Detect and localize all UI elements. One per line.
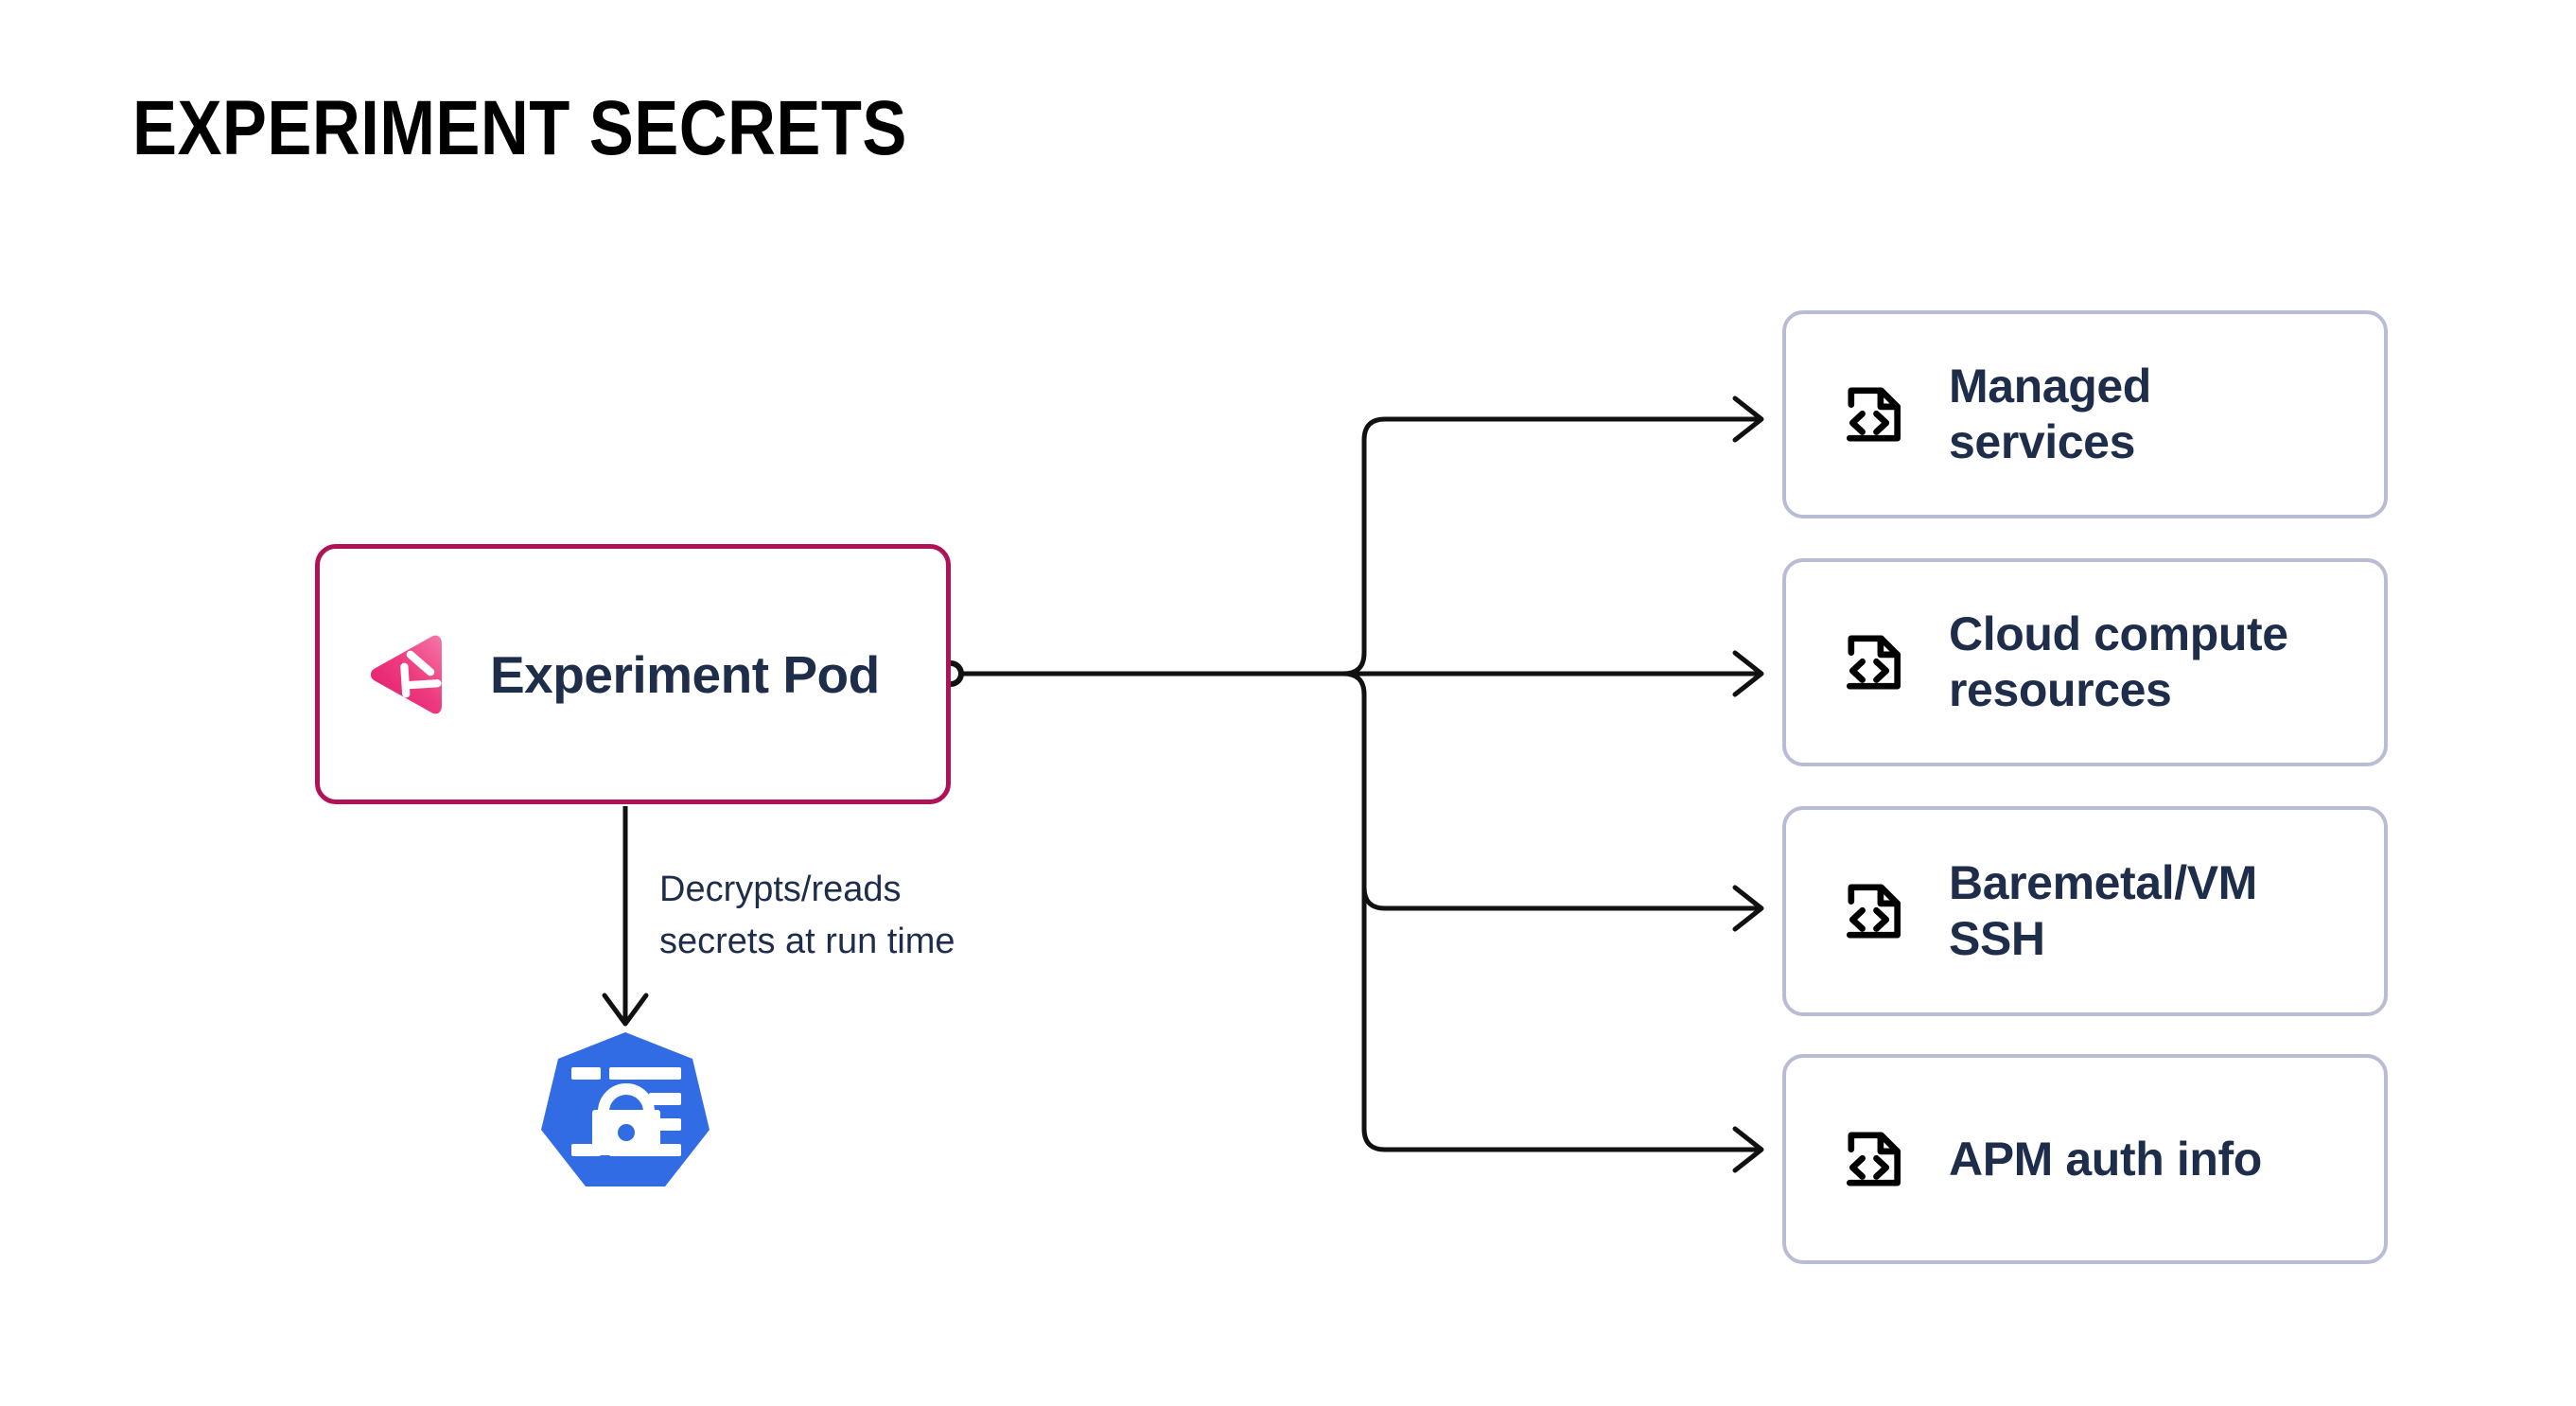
target-card-managed-services[interactable]: Managed services bbox=[1782, 310, 2388, 518]
file-code-icon bbox=[1837, 627, 1907, 697]
edge-label-line-2: secrets at run time bbox=[659, 922, 955, 962]
arrowhead-secret bbox=[602, 993, 649, 1027]
target-card-label: Managed services bbox=[1949, 359, 2151, 470]
arrowhead-managed-services bbox=[1732, 395, 1764, 443]
target-card-label-line-2: SSH bbox=[1949, 912, 2045, 965]
target-card-apm-auth-info[interactable]: APM auth info bbox=[1782, 1054, 2388, 1264]
target-card-label: Baremetal/VM SSH bbox=[1949, 855, 2257, 967]
file-code-icon bbox=[1837, 876, 1907, 946]
keyhole-dot bbox=[618, 1124, 635, 1141]
experiment-pod-node[interactable]: Experiment Pod bbox=[315, 544, 951, 804]
file-code-icon bbox=[1837, 1124, 1907, 1194]
arrowhead-baremetal-ssh bbox=[1732, 885, 1764, 932]
target-card-label-line-2: resources bbox=[1949, 663, 2172, 716]
target-card-cloud-compute-resources[interactable]: Cloud compute resources bbox=[1782, 558, 2388, 766]
arrowhead-cloud-compute bbox=[1732, 650, 1764, 697]
kubernetes-heptagon bbox=[541, 1032, 710, 1186]
target-card-label: APM auth info bbox=[1949, 1132, 2262, 1187]
arrowhead-apm-auth bbox=[1732, 1126, 1764, 1173]
edge-to-apm-auth bbox=[1361, 694, 1760, 1152]
target-card-baremetal-vm-ssh[interactable]: Baremetal/VM SSH bbox=[1782, 806, 2388, 1016]
edge-to-baremetal-ssh bbox=[1342, 671, 1760, 911]
edge-label: Decrypts/reads secrets at run time bbox=[659, 864, 1057, 968]
experiment-pod-label: Experiment Pod bbox=[490, 644, 880, 704]
secret-label: secret bbox=[587, 1184, 664, 1215]
edge-to-managed-services bbox=[1342, 416, 1760, 677]
edge-label-line-1: Decrypts/reads bbox=[659, 870, 902, 909]
target-card-label-line-1: Managed bbox=[1949, 360, 2151, 413]
target-card-label: Cloud compute resources bbox=[1949, 606, 2288, 718]
page-title: EXPERIMENT SECRETS bbox=[132, 85, 907, 171]
target-card-label-line-1: Cloud compute bbox=[1949, 607, 2288, 660]
gremlin-logo-icon bbox=[365, 631, 452, 718]
target-card-label-line-1: APM auth info bbox=[1949, 1132, 2262, 1186]
kubernetes-secret-node[interactable]: secret bbox=[535, 1028, 715, 1218]
target-card-label-line-1: Baremetal/VM bbox=[1949, 856, 2257, 909]
file-code-icon bbox=[1837, 379, 1907, 449]
target-card-label-line-2: services bbox=[1949, 415, 2135, 468]
